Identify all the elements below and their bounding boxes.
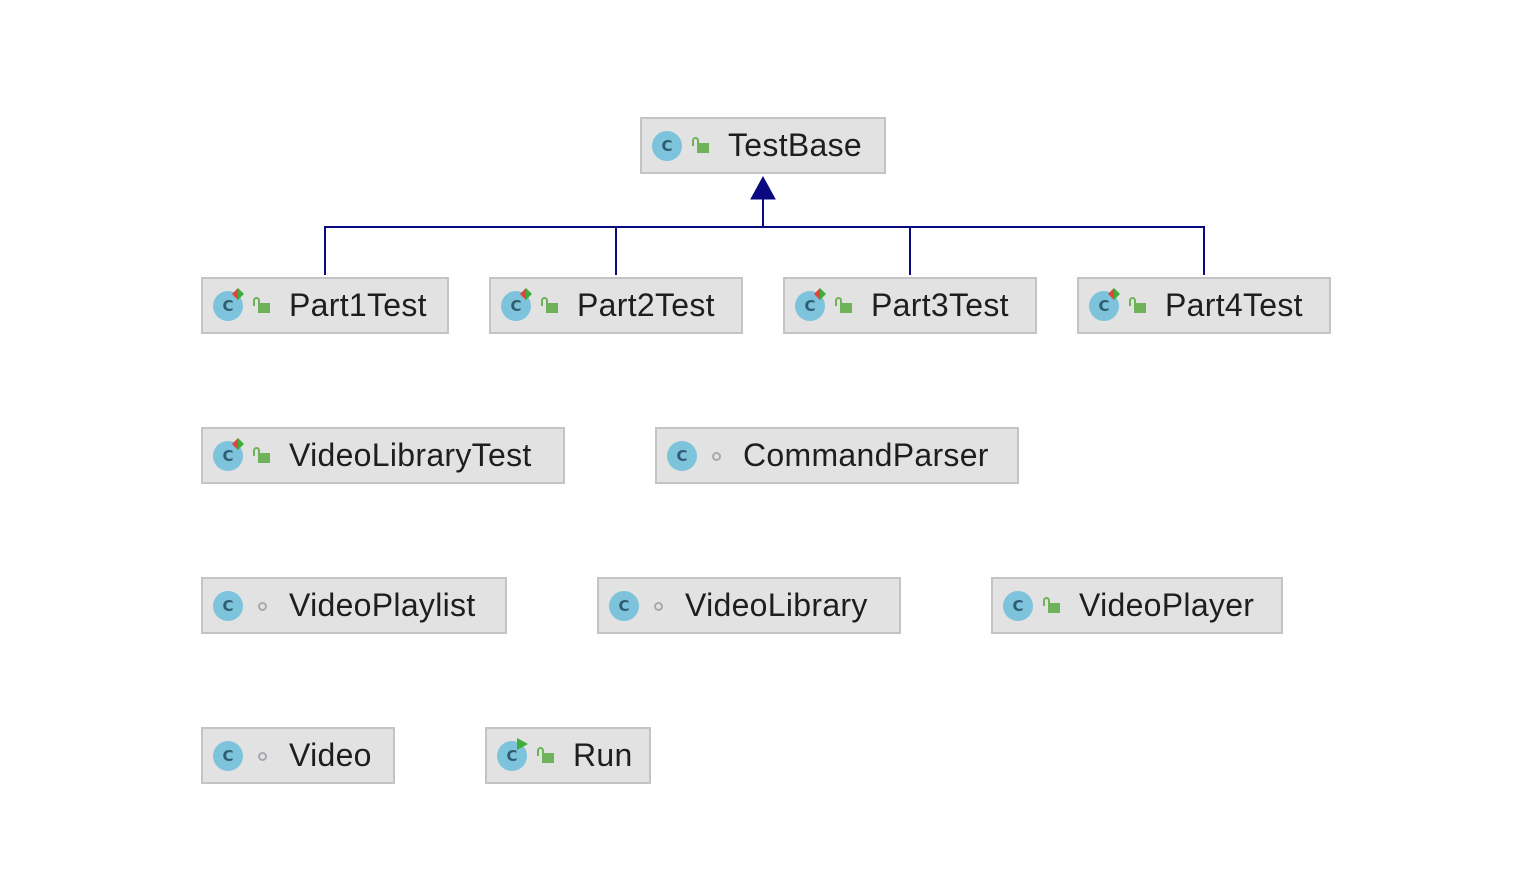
test-marker-icon xyxy=(232,287,244,300)
public-lock-icon xyxy=(541,296,561,316)
test-class-icon: C xyxy=(213,287,244,321)
test-class-icon: C xyxy=(213,437,244,471)
public-lock-icon xyxy=(253,446,273,466)
run-marker-icon xyxy=(517,737,528,750)
node-part1test[interactable]: C Part1Test xyxy=(201,277,449,334)
test-class-icon: C xyxy=(1089,287,1120,321)
node-label: TestBase xyxy=(728,127,863,163)
node-label: VideoLibrary xyxy=(685,587,868,623)
node-video[interactable]: C Video xyxy=(201,727,395,784)
package-private-icon xyxy=(707,446,727,466)
node-part3test[interactable]: C Part3Test xyxy=(783,277,1037,334)
test-marker-icon xyxy=(520,287,532,300)
node-videoplaylist[interactable]: C VideoPlaylist xyxy=(201,577,507,634)
runnable-class-icon: C xyxy=(497,737,528,771)
inheritance-arrowhead xyxy=(750,175,776,200)
test-class-icon: C xyxy=(795,287,826,321)
node-part4test[interactable]: C Part4Test xyxy=(1077,277,1331,334)
node-videolibrarytest[interactable]: C VideoLibraryTest xyxy=(201,427,565,484)
node-videoplayer[interactable]: C VideoPlayer xyxy=(991,577,1283,634)
node-label: VideoLibraryTest xyxy=(289,437,532,473)
class-icon: C xyxy=(652,130,682,161)
package-private-icon xyxy=(253,596,273,616)
public-lock-icon xyxy=(835,296,855,316)
class-icon: C xyxy=(213,740,243,771)
node-label: Part1Test xyxy=(289,287,427,323)
test-class-icon: C xyxy=(501,287,532,321)
node-label: VideoPlayer xyxy=(1079,587,1255,623)
test-marker-icon xyxy=(1108,287,1120,300)
node-label: Video xyxy=(289,737,372,773)
node-label: Part4Test xyxy=(1165,287,1303,323)
node-label: Run xyxy=(573,737,633,773)
class-icon: C xyxy=(1003,590,1033,621)
package-private-icon xyxy=(649,596,669,616)
node-label: VideoPlaylist xyxy=(289,587,476,623)
node-run[interactable]: C Run xyxy=(485,727,651,784)
edge-part1test-to-testbase xyxy=(324,226,763,275)
public-lock-icon xyxy=(1129,296,1149,316)
node-commandparser[interactable]: C CommandParser xyxy=(655,427,1019,484)
class-icon: C xyxy=(667,440,697,471)
node-videolibrary[interactable]: C VideoLibrary xyxy=(597,577,901,634)
public-lock-icon xyxy=(1043,596,1063,616)
node-testbase[interactable]: C TestBase xyxy=(640,117,886,174)
node-label: Part3Test xyxy=(871,287,1009,323)
public-lock-icon xyxy=(537,746,557,766)
node-label: CommandParser xyxy=(743,437,989,473)
test-marker-icon xyxy=(232,437,244,450)
public-lock-icon xyxy=(253,296,273,316)
edge-part4test-to-testbase xyxy=(763,226,1205,275)
class-icon: C xyxy=(609,590,639,621)
package-private-icon xyxy=(253,746,273,766)
class-icon: C xyxy=(213,590,243,621)
node-part2test[interactable]: C Part2Test xyxy=(489,277,743,334)
test-marker-icon xyxy=(814,287,826,300)
node-label: Part2Test xyxy=(577,287,715,323)
public-lock-icon xyxy=(692,136,712,156)
